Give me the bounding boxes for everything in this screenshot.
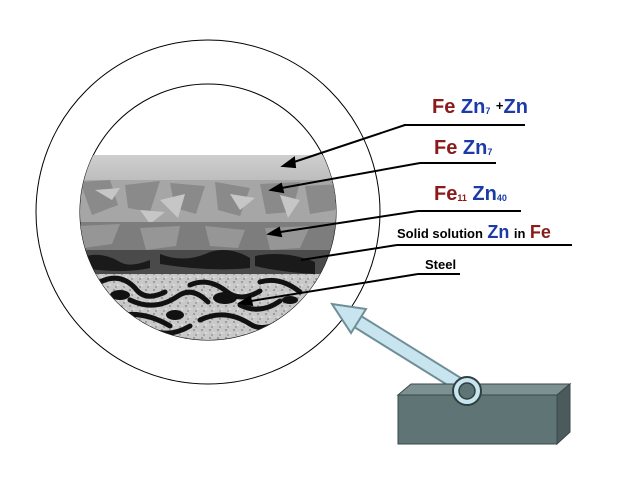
microstructure xyxy=(80,155,336,340)
label-fezn7-plus-zn: Fe Zn7 +Zn xyxy=(432,96,528,119)
label-zn: Zn xyxy=(462,137,488,159)
label-fezn7: Fe Zn7 xyxy=(434,137,492,160)
label-zn2: Zn xyxy=(503,96,528,118)
label-fe: Fe xyxy=(434,183,458,205)
label-zn-sub: 40 xyxy=(496,193,507,203)
label-fe: Fe xyxy=(432,96,456,118)
label-zn: Zn xyxy=(460,96,486,118)
label-steel: Steel xyxy=(425,257,457,272)
label-prefix: Solid solution xyxy=(397,226,483,241)
label-fe-sub: 11 xyxy=(457,193,467,203)
zoom-arrow xyxy=(329,302,467,394)
label-fe11zn40: Fe11 Zn40 xyxy=(434,183,507,206)
label-fe: Fe xyxy=(434,137,458,159)
label-sub: 7 xyxy=(485,106,491,116)
label-zn: Zn xyxy=(487,222,510,242)
label-zn: Zn xyxy=(472,183,497,205)
label-sub: 7 xyxy=(487,147,493,157)
label-mid: in xyxy=(513,226,526,241)
label-solid-solution: Solid solution Zn in Fe xyxy=(397,222,551,243)
label-fe: Fe xyxy=(529,222,551,242)
leader-lines xyxy=(237,124,572,307)
label-plus: + xyxy=(495,98,504,113)
steel-block xyxy=(396,382,572,446)
layer-fezn7-zn xyxy=(80,155,336,181)
